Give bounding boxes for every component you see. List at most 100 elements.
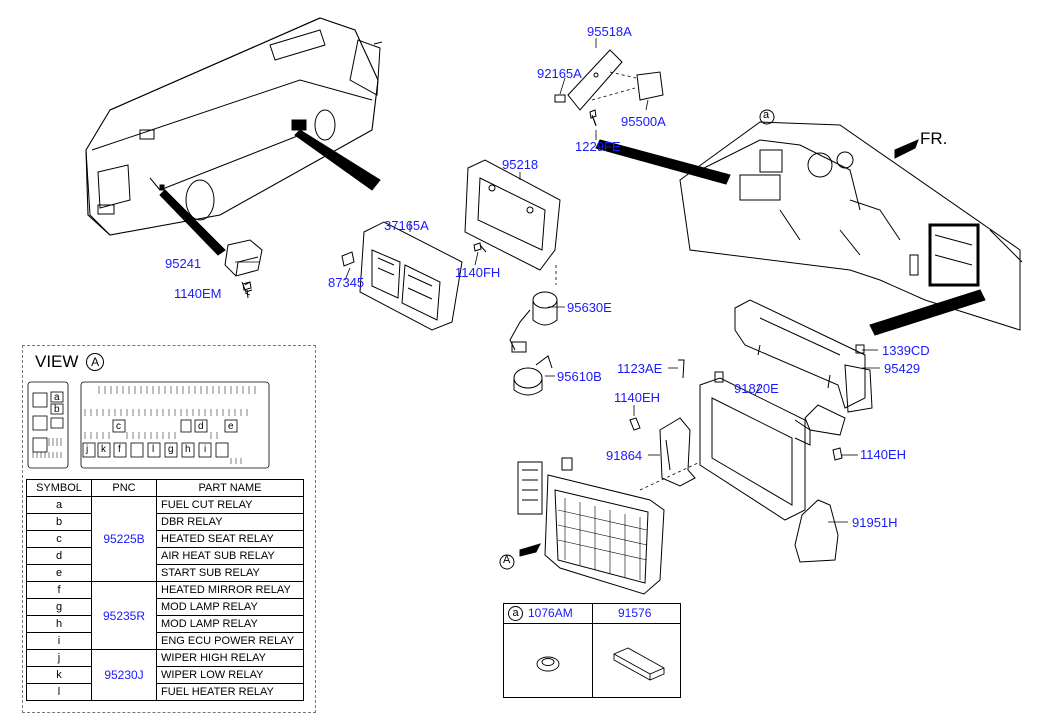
table-row: f 95235R HEATED MIRROR RELAY [26, 581, 304, 650]
symbol-cell: e [26, 564, 92, 582]
ref-col2-label[interactable]: 91576 [618, 606, 652, 620]
part-name-cell: MOD LAMP RELAY [156, 615, 304, 633]
view-a-circle [499, 554, 515, 570]
label-95500A[interactable]: 95500A [621, 114, 666, 129]
actuator-95630E [509, 291, 558, 353]
callout-a-letter: a [763, 109, 770, 121]
bracket-95518A [554, 49, 664, 126]
callout-a-circle [759, 109, 775, 125]
label-1123AE[interactable]: 1123AE [617, 361, 663, 376]
table-row: k WIPER LOW RELAY [26, 666, 304, 684]
header-pnc: PNC [91, 479, 157, 497]
relay-letter-a: a [54, 392, 60, 403]
label-1140FH[interactable]: 1140FH [455, 265, 501, 280]
symbol-cell: j [26, 649, 92, 667]
view-marker: A [86, 353, 105, 371]
ref-marker-circle: a [508, 606, 523, 621]
bracket-91864 [659, 417, 696, 487]
header-symbol: SYMBOL [26, 479, 92, 497]
label-95610B[interactable]: 95610B [557, 369, 602, 384]
ref-divider [592, 604, 593, 697]
ref-col1-label[interactable]: 1076AM [528, 606, 573, 620]
relay-letter-e: e [228, 421, 234, 432]
part-name-cell: HEATED SEAT RELAY [156, 530, 304, 548]
parts-table: SYMBOL PNC PART NAME a 95225B FUEL CUT R… [26, 479, 304, 701]
view-a-panel: VIEW A [22, 345, 316, 713]
relay-letter-k: k [101, 444, 106, 455]
relay-layout-diagram [27, 381, 270, 469]
part-name-cell: MOD LAMP RELAY [156, 598, 304, 616]
label-95241[interactable]: 95241 [165, 256, 202, 271]
table-row: a 95225B FUEL CUT RELAY [26, 496, 304, 582]
bracket-95218 [464, 159, 561, 271]
relay-letter-f: f [118, 444, 121, 455]
label-1229FE[interactable]: 1229FE [575, 139, 621, 154]
ref-parts-illustration [536, 647, 665, 681]
bus-illustration [85, 17, 383, 236]
symbol-cell: k [26, 666, 92, 684]
cover-37165A [341, 221, 463, 331]
part-name-cell: WIPER LOW RELAY [156, 666, 304, 684]
part-name-cell: FUEL HEATER RELAY [156, 683, 304, 701]
part-name-cell: START SUB RELAY [156, 564, 304, 582]
grommet-1076AM [536, 656, 560, 672]
header-part-name: PART NAME [156, 479, 304, 497]
relay-letter-g: g [168, 444, 174, 455]
label-95218[interactable]: 95218 [502, 157, 539, 172]
reference-table-header: a 1076AM 91576 [504, 604, 680, 624]
part-91951H [794, 499, 839, 563]
part-name-cell: HEATED MIRROR RELAY [156, 581, 304, 599]
label-1140EM[interactable]: 1140EM [174, 286, 222, 301]
label-92165A[interactable]: 92165A [537, 66, 582, 81]
frame-91820E [699, 371, 811, 521]
bracket-95429 [734, 299, 873, 413]
label-95518A[interactable]: 95518A [587, 24, 632, 39]
symbol-cell: c [26, 530, 92, 548]
pnc-cell[interactable]: 95230J [91, 649, 157, 701]
label-91864[interactable]: 91864 [606, 448, 643, 463]
label-95630E[interactable]: 95630E [567, 300, 612, 315]
table-row: d AIR HEAT SUB RELAY [26, 547, 304, 565]
table-row: e START SUB RELAY [26, 564, 304, 582]
dashboard-illustration [679, 121, 1023, 331]
table-row: i ENG ECU POWER RELAY [26, 632, 304, 650]
part-name-cell: DBR RELAY [156, 513, 304, 531]
symbol-cell: f [26, 581, 92, 599]
view-title: VIEW A [35, 352, 105, 372]
label-1339CD[interactable]: 1339CD [882, 343, 930, 358]
label-91820E[interactable]: 91820E [734, 381, 779, 396]
relay-letter-d: d [198, 421, 204, 432]
relay-letter-c: c [116, 421, 121, 432]
parts-table-header: SYMBOL PNC PART NAME [26, 479, 304, 497]
symbol-cell: a [26, 496, 92, 514]
table-row: l FUEL HEATER RELAY [26, 683, 304, 701]
label-37165A[interactable]: 37165A [384, 218, 429, 233]
label-87345[interactable]: 87345 [328, 275, 365, 290]
label-91951H[interactable]: 91951H [852, 515, 898, 530]
table-row: h MOD LAMP RELAY [26, 615, 304, 633]
relay-letter-b: b [54, 404, 60, 415]
table-row: g MOD LAMP RELAY [26, 598, 304, 616]
table-row: c HEATED SEAT RELAY [26, 530, 304, 548]
symbol-cell: i [26, 632, 92, 650]
label-1140EH-left[interactable]: 1140EH [614, 390, 661, 405]
pnc-cell[interactable]: 95225B [91, 496, 157, 582]
part-name-cell: ENG ECU POWER RELAY [156, 632, 304, 650]
label-95429[interactable]: 95429 [884, 361, 921, 376]
view-a-letter: A [503, 554, 511, 566]
label-1140EH-right[interactable]: 1140EH [860, 447, 907, 462]
symbol-cell: d [26, 547, 92, 565]
relay-letter-l: l [152, 444, 155, 455]
relay-letter-h: h [185, 444, 191, 455]
part-name-cell: AIR HEAT SUB RELAY [156, 547, 304, 565]
pnc-cell[interactable]: 95235R [91, 581, 157, 650]
pad-91576 [613, 647, 665, 681]
part-95610B [513, 355, 553, 396]
symbol-cell: b [26, 513, 92, 531]
table-row: b DBR RELAY [26, 513, 304, 531]
symbol-cell: g [26, 598, 92, 616]
front-direction-label: FR. [920, 129, 948, 148]
symbol-cell: l [26, 683, 92, 701]
relay-box [517, 457, 665, 595]
